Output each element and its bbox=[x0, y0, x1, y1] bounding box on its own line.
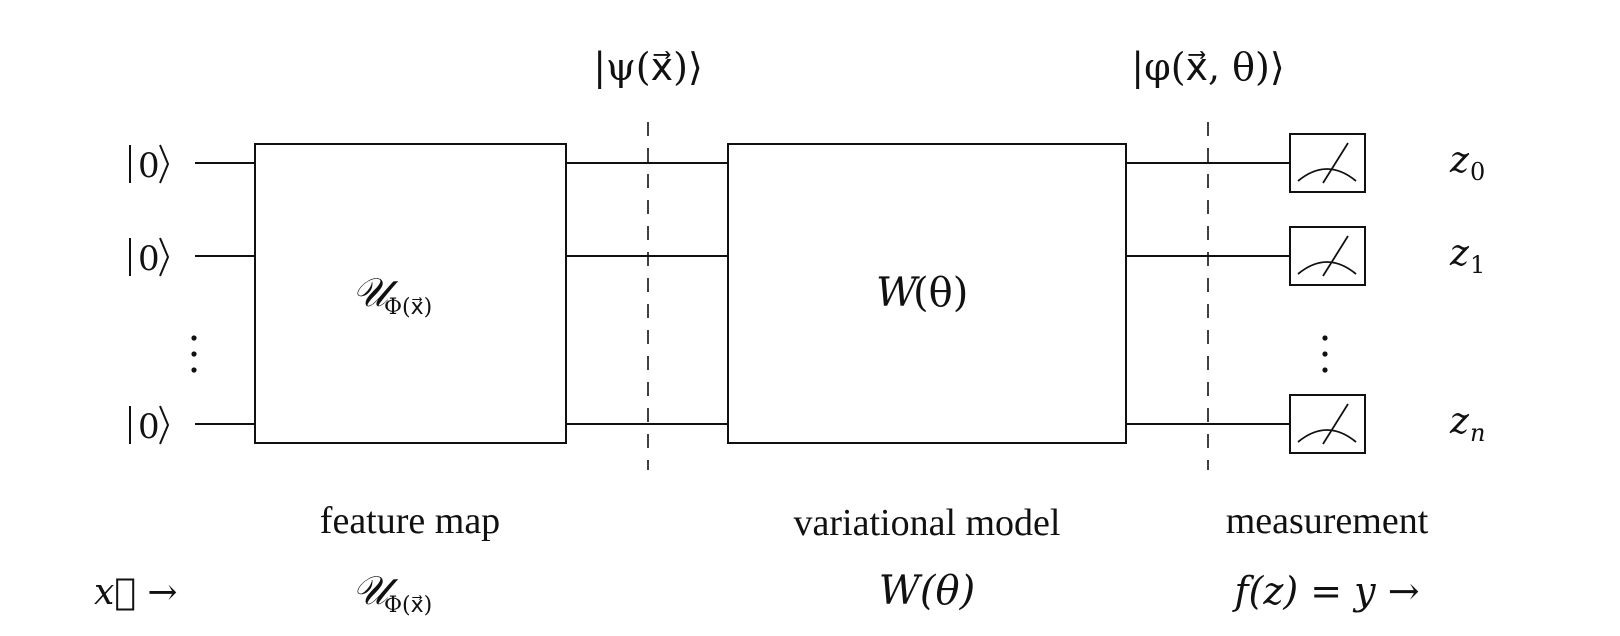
stage-label-measurement: measurement bbox=[1226, 500, 1429, 542]
stage-label-feature-map: feature map bbox=[320, 500, 500, 542]
output-zn-sub: n bbox=[1470, 419, 1485, 447]
pipeline-input: x⃗ → bbox=[94, 572, 178, 613]
feature-map-gate bbox=[254, 143, 567, 444]
state-phi-label: |φ(x⃗, θ)⟩ bbox=[1131, 45, 1284, 89]
ket-q0-label: 0 bbox=[138, 146, 160, 186]
output-z0-base: z bbox=[1449, 140, 1470, 181]
ket-qn-label: 0 bbox=[138, 407, 160, 447]
pipeline-output: f(z) = y → bbox=[1231, 569, 1419, 613]
output-zn-base: z bbox=[1449, 401, 1470, 442]
variational-argument: (θ) bbox=[913, 270, 968, 316]
stage-label-variational: variational model bbox=[794, 502, 1061, 544]
variational-symbol: W bbox=[876, 270, 920, 316]
state-psi-label: |ψ(x⃗)⟩ bbox=[593, 45, 703, 89]
meter-q0 bbox=[1289, 133, 1366, 193]
meter-q1 bbox=[1289, 226, 1366, 286]
ket-q0: 0 bbox=[129, 144, 170, 186]
pipeline-feature-subscript: Φ(x⃗) bbox=[384, 593, 432, 618]
output-z1-sub: 1 bbox=[1470, 251, 1485, 279]
pipeline-variational: W(θ) bbox=[879, 568, 975, 614]
ket-q1: 0 bbox=[129, 237, 170, 279]
feature-map-subscript: Φ(x⃗) bbox=[384, 295, 432, 320]
ket-qn: 0 bbox=[129, 405, 170, 447]
output-z1: z 1 bbox=[1449, 233, 1485, 279]
output-zn: z n bbox=[1449, 401, 1485, 447]
meter-qn bbox=[1289, 394, 1366, 454]
output-z0-sub: 0 bbox=[1470, 158, 1485, 186]
qubit-ellipsis-right bbox=[1322, 335, 1328, 373]
ket-q1-label: 0 bbox=[138, 239, 160, 279]
qubit-ellipsis-left bbox=[191, 335, 197, 373]
output-z1-base: z bbox=[1449, 233, 1470, 274]
variational-gate bbox=[727, 143, 1127, 444]
output-z0: z 0 bbox=[1449, 140, 1485, 186]
